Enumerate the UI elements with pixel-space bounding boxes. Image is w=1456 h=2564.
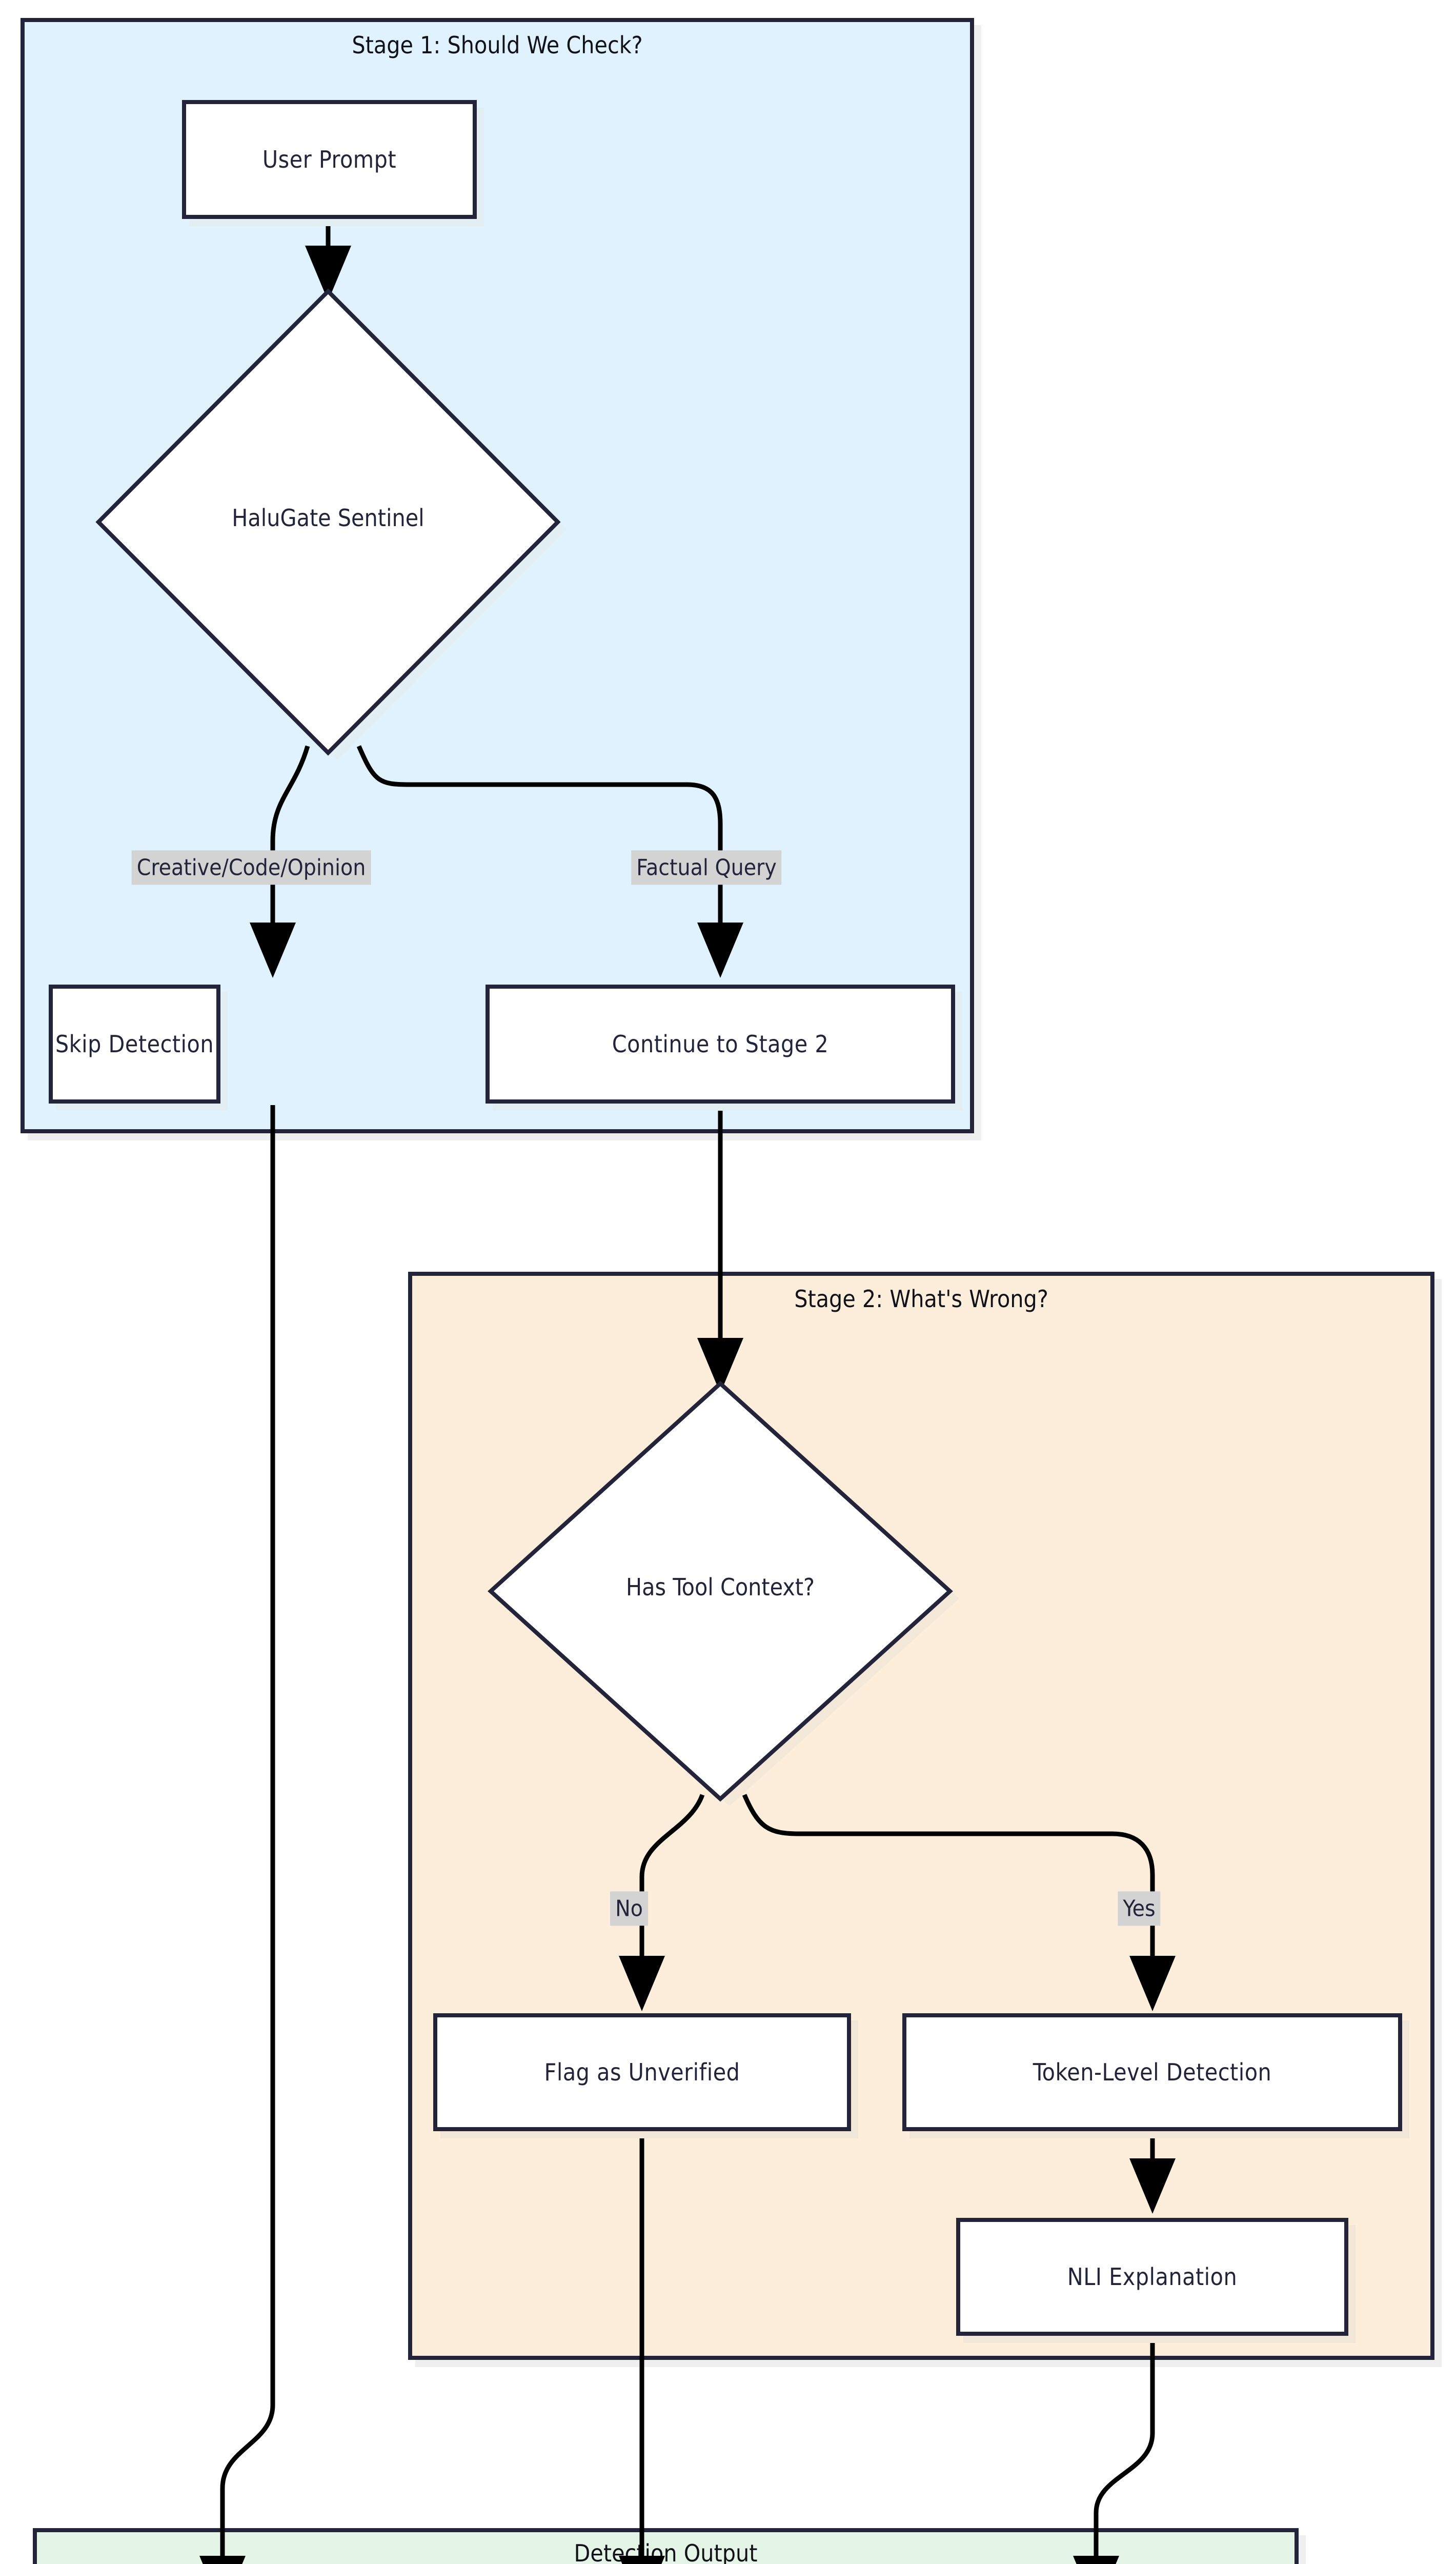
node-skip-detection-label: Skip Detection xyxy=(55,1030,214,1058)
edge-nli-to-detailed-report xyxy=(1073,2336,1155,2564)
node-nli-explanation-label: NLI Explanation xyxy=(1067,2263,1238,2291)
edge-label-no: No xyxy=(610,1891,648,1926)
edge-label-yes: Yes xyxy=(1118,1891,1161,1926)
node-user-prompt[interactable]: User Prompt xyxy=(182,100,477,219)
edge-has-tool-context-to-flag xyxy=(619,1794,705,2011)
edge-sentinel-to-continue xyxy=(356,745,743,978)
node-token-level-detection[interactable]: Token-Level Detection xyxy=(902,2013,1402,2131)
subgraph-detection-output-title: Detection Output xyxy=(574,2539,758,2564)
node-halugate-sentinel[interactable]: HaluGate Sentinel xyxy=(95,287,567,759)
node-token-level-detection-label: Token-Level Detection xyxy=(1033,2058,1272,2086)
edge-has-tool-context-to-token-level xyxy=(742,1794,1176,2011)
edge-sentinel-to-skip-detection xyxy=(250,745,310,978)
node-continue-to-stage-2-label: Continue to Stage 2 xyxy=(612,1030,829,1058)
diamond-shape xyxy=(488,1380,959,1805)
node-nli-explanation[interactable]: NLI Explanation xyxy=(956,2218,1348,2336)
node-continue-to-stage-2[interactable]: Continue to Stage 2 xyxy=(486,985,955,1104)
edge-skip-detection-to-pass-through xyxy=(199,1105,275,2564)
subgraph-stage-2-title: Stage 2: What's Wrong? xyxy=(794,1285,1048,1313)
node-user-prompt-label: User Prompt xyxy=(262,146,397,173)
edge-label-creative-code-opinion: Creative/Code/Opinion xyxy=(131,850,371,885)
diamond-shape xyxy=(95,288,567,759)
node-flag-as-unverified[interactable]: Flag as Unverified xyxy=(433,2013,851,2131)
subgraph-stage-1-title: Stage 1: Should We Check? xyxy=(352,31,643,59)
edge-label-factual-query: Factual Query xyxy=(631,850,782,885)
node-halugate-sentinel-label: HaluGate Sentinel xyxy=(232,504,424,532)
subgraph-stage-2: Stage 2: What's Wrong? xyxy=(408,1272,1434,2360)
node-flag-as-unverified-label: Flag as Unverified xyxy=(544,2058,740,2086)
node-skip-detection[interactable]: Skip Detection xyxy=(49,985,220,1104)
node-has-tool-context-label: Has Tool Context? xyxy=(626,1573,815,1601)
node-has-tool-context[interactable]: Has Tool Context? xyxy=(487,1379,959,1805)
